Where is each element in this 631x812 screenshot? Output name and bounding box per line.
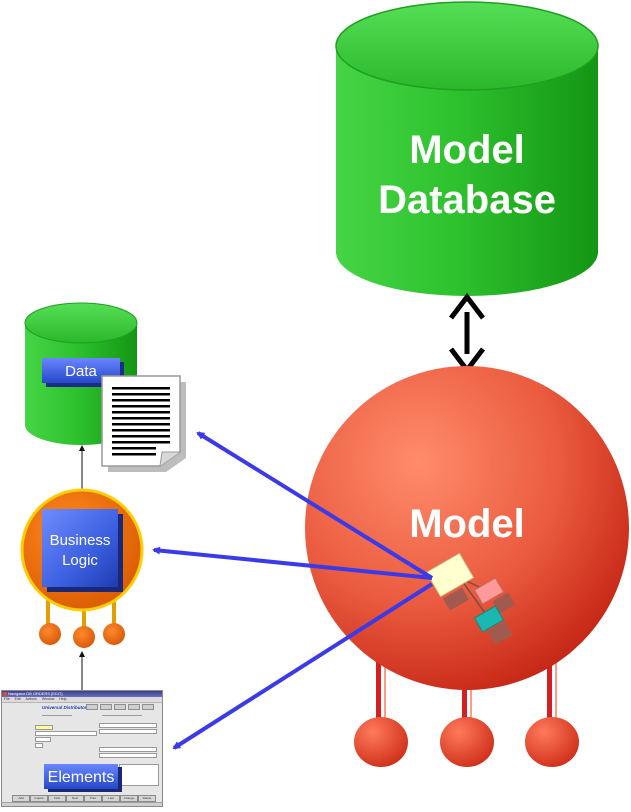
- form-button: Prior: [84, 795, 102, 802]
- elements-label-box: Elements: [44, 764, 122, 792]
- model-database-label-line1: Model: [409, 128, 525, 172]
- form-menu-item: Edit: [14, 697, 21, 701]
- form-menu-item: Help: [59, 697, 67, 701]
- form-toolbar-button: [128, 704, 140, 710]
- model-foot-center: [440, 717, 494, 767]
- form-button: First: [48, 795, 66, 802]
- business-logic-label-line2: Logic: [62, 552, 98, 569]
- form-field-highlighted: [35, 725, 53, 730]
- model-to-document-arrow: [196, 431, 434, 580]
- business-logic-legs: [46, 598, 116, 629]
- form-menu-bar: File Edit Actions Window Help: [2, 697, 162, 703]
- form-toolbar-button: [114, 704, 126, 710]
- form-toolbar-button: [86, 704, 98, 710]
- form-button: Inquire: [30, 795, 48, 802]
- elements-form-thumbnail: Navigator DB ORDERS [EDIT] File Edit Act…: [1, 690, 163, 807]
- business-logic-foot-right: [103, 623, 125, 645]
- model-label: Model: [409, 502, 525, 546]
- form-field: [99, 729, 157, 734]
- model-foot-left: [354, 717, 408, 767]
- form-field: [99, 753, 157, 758]
- business-logic-foot-center: [73, 626, 95, 648]
- model-legs: [376, 640, 557, 732]
- model-database-label-line2: Database: [378, 178, 556, 222]
- form-button: Last: [102, 795, 120, 802]
- object-cluster-icon: [425, 552, 516, 645]
- form-heading: Universal Distributors: [42, 705, 90, 710]
- model-foot-right: [525, 717, 579, 767]
- form-toolbar-button: [142, 704, 154, 710]
- form-toolbar-button: [100, 704, 112, 710]
- data-label: Data: [65, 363, 97, 380]
- elements-label: Elements: [48, 769, 115, 786]
- form-button: Delete: [138, 795, 156, 802]
- model-database-cylinder: Model Database: [335, 1, 599, 296]
- form-section-rule: [42, 715, 72, 716]
- form-field: [35, 743, 43, 748]
- form-menu-item: Actions: [25, 697, 37, 701]
- form-menu-item: File: [4, 697, 10, 701]
- form-field: [99, 723, 157, 728]
- form-title-bar: Navigator DB ORDERS [EDIT]: [2, 691, 162, 697]
- model-to-elements-arrow: [172, 582, 434, 750]
- form-button: Next: [66, 795, 84, 802]
- form-section-rule: [102, 715, 142, 716]
- form-button: Add: [12, 795, 30, 802]
- form-button: Change: [120, 795, 138, 802]
- document-icon: [101, 375, 186, 472]
- form-field: [35, 731, 97, 736]
- form-field: [35, 737, 51, 742]
- form-field: [99, 747, 157, 752]
- model-sphere: [305, 366, 629, 690]
- business-logic-foot-left: [39, 623, 61, 645]
- model-to-business-logic-arrow: [152, 546, 433, 580]
- business-logic-label-line1: Business: [50, 532, 111, 549]
- form-menu-item: Window: [41, 697, 55, 701]
- business-logic-box: Business Logic: [42, 509, 123, 592]
- form-status-bar: [2, 802, 162, 806]
